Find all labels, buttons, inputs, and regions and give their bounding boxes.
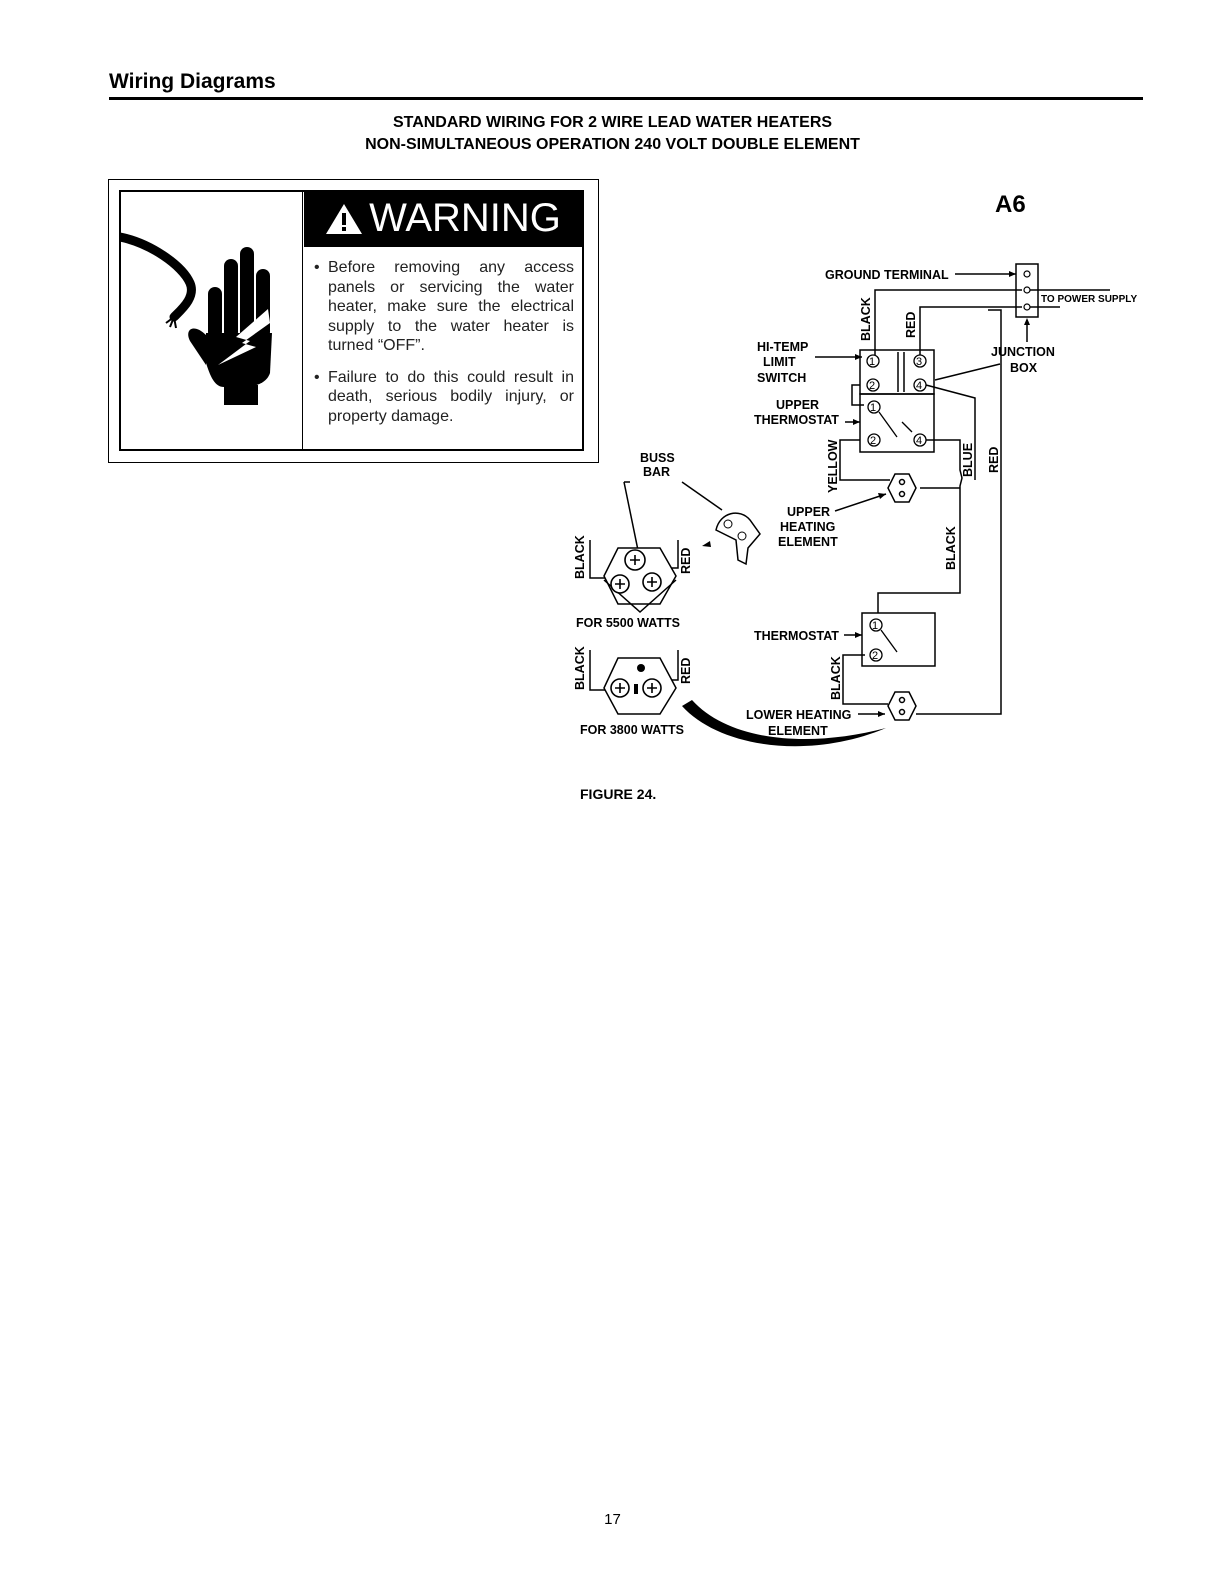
svg-text:FOR 3800 WATTS: FOR 3800 WATTS [580, 723, 684, 737]
svg-text:BLUE: BLUE [961, 443, 975, 477]
arrowheads [702, 271, 1030, 717]
svg-text:BOX: BOX [1010, 361, 1038, 375]
page-number: 17 [604, 1511, 621, 1528]
svg-text:BLACK: BLACK [859, 297, 873, 341]
svg-text:UPPER: UPPER [776, 398, 819, 412]
svg-text:BLACK: BLACK [944, 526, 958, 570]
svg-text:3: 3 [916, 356, 922, 368]
svg-text:1: 1 [869, 356, 875, 368]
svg-text:ELEMENT: ELEMENT [778, 535, 838, 549]
svg-text:RED: RED [904, 312, 918, 338]
svg-text:LOWER HEATING: LOWER HEATING [746, 708, 851, 722]
svg-text:LIMIT: LIMIT [763, 355, 796, 369]
svg-text:BLACK: BLACK [573, 646, 587, 690]
lower-element-tube [682, 700, 886, 747]
svg-text:4: 4 [916, 380, 922, 392]
section-title: Wiring Diagrams [109, 70, 276, 93]
warning-title: WARNING [369, 196, 561, 240]
svg-text:GROUND TERMINAL: GROUND TERMINAL [825, 268, 949, 282]
svg-text:ELEMENT: ELEMENT [768, 724, 828, 738]
svg-text:UPPER: UPPER [787, 505, 830, 519]
warning-bullet-1: Before removing any access panels or ser… [312, 258, 574, 356]
diagram-labels: GROUND TERMINAL TO POWER SUPPLY JUNCTION… [576, 268, 1137, 738]
warning-divider [302, 190, 303, 451]
buss-bar-icon [715, 512, 761, 566]
svg-text:YELLOW: YELLOW [826, 439, 840, 493]
switch-arms [878, 411, 913, 653]
wire-lines [589, 263, 1110, 715]
svg-text:2: 2 [869, 380, 875, 392]
element-heads [887, 473, 917, 721]
svg-text:BLACK: BLACK [829, 656, 843, 700]
svg-text:2: 2 [872, 650, 878, 662]
svg-text:THERMOSTAT: THERMOSTAT [754, 413, 839, 427]
svg-text:FOR 5500 WATTS: FOR 5500 WATTS [576, 616, 680, 630]
warning-list: Before removing any access panels or ser… [312, 258, 574, 438]
svg-text:TO POWER SUPPLY: TO POWER SUPPLY [1041, 294, 1137, 305]
svg-text:RED: RED [679, 658, 693, 684]
warning-bullet-2: Failure to do this could result in death… [312, 368, 574, 427]
svg-text:RED: RED [987, 447, 1001, 473]
figure-label: FIGURE 24. [580, 786, 657, 802]
svg-text:1: 1 [870, 402, 876, 414]
svg-text:THERMOSTAT: THERMOSTAT [754, 629, 839, 643]
diagram-id: A6 [995, 191, 1026, 218]
element-3800-icon [603, 657, 677, 715]
svg-text:BLACK: BLACK [573, 535, 587, 579]
wire-color-labels: BLACK RED YELLOW BLUE RED BLACK BLACK RE… [573, 297, 1001, 700]
upper-terminals [866, 354, 927, 662]
svg-text:1: 1 [872, 620, 878, 632]
svg-text:4: 4 [916, 435, 922, 447]
svg-text:2: 2 [870, 435, 876, 447]
wiring-diagram: A6 [573, 191, 1137, 747]
svg-text:SWITCH: SWITCH [757, 371, 806, 385]
subtitle-line-1: STANDARD WIRING FOR 2 WIRE LEAD WATER HE… [392, 114, 833, 131]
svg-text:JUNCTION: JUNCTION [991, 345, 1055, 359]
svg-text:HEATING: HEATING [780, 520, 835, 534]
svg-text:BAR: BAR [643, 465, 670, 479]
warning-box-outer [108, 179, 599, 463]
svg-text:RED: RED [679, 548, 693, 574]
element-5500-icon [603, 547, 677, 614]
svg-text:HI-TEMP: HI-TEMP [757, 340, 808, 354]
header-rule [109, 97, 1143, 100]
terminal-numbers: 1 2 3 4 1 2 4 1 2 [869, 356, 922, 662]
warning-header: WARNING [304, 190, 582, 247]
electric-shock-hand-icon [120, 232, 272, 405]
svg-text:BUSS: BUSS [640, 451, 675, 465]
junction-terminals [1023, 270, 1031, 311]
subtitle-line-2: NON-SIMULTANEOUS OPERATION 240 VOLT DOUB… [365, 136, 860, 153]
warning-triangle-icon [326, 203, 363, 234]
